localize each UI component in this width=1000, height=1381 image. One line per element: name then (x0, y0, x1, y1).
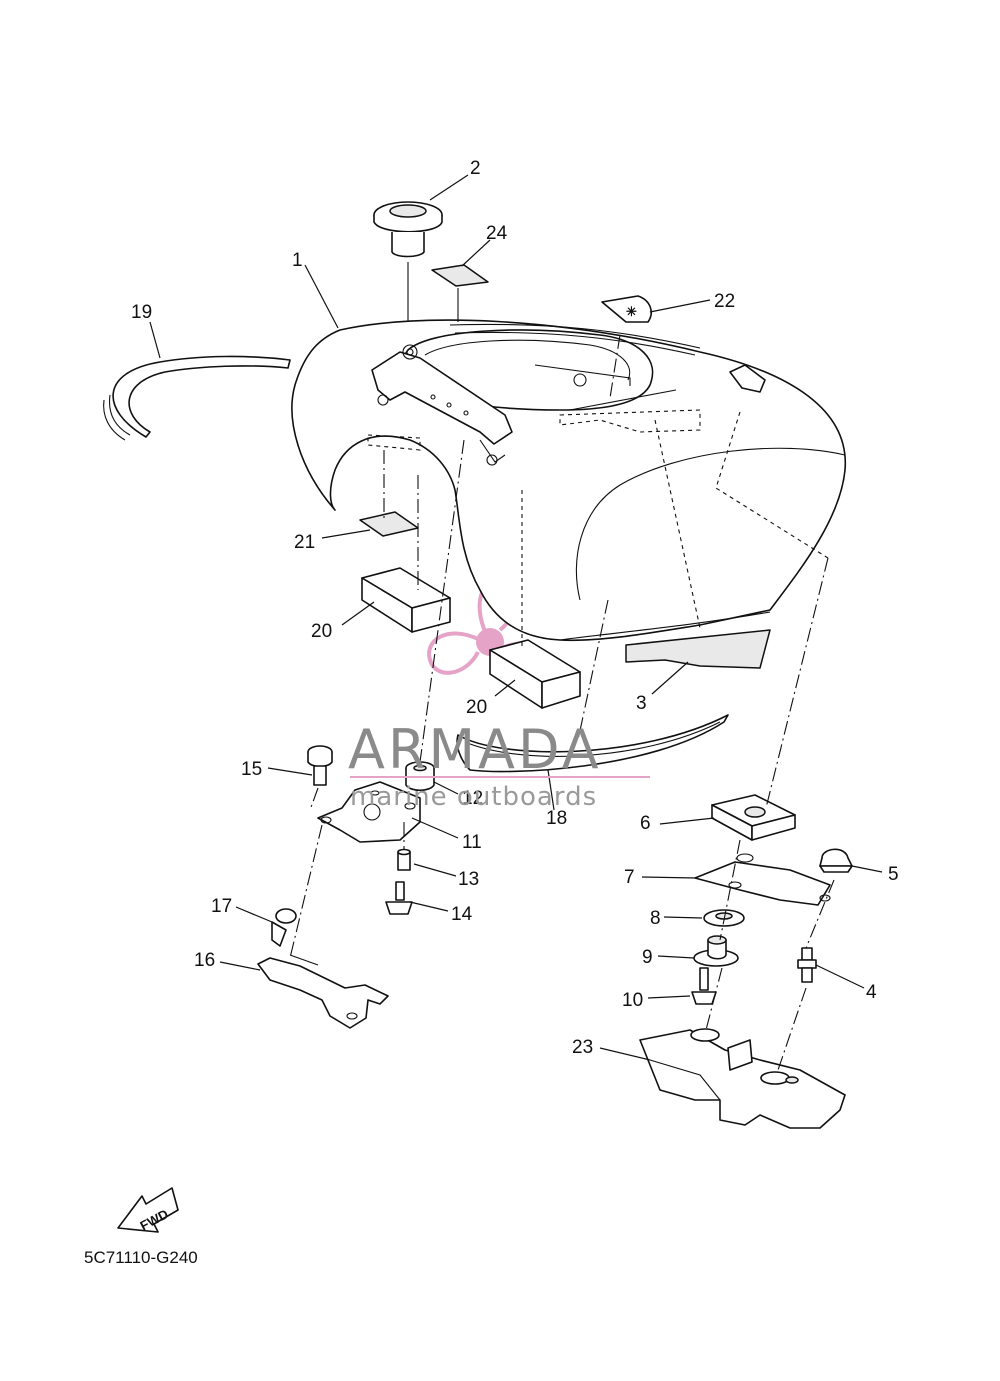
label-24 (431, 264, 489, 287)
label-part-11: 11 (462, 832, 482, 853)
plate-3 (625, 629, 771, 669)
bolt-10 (691, 967, 717, 1005)
label-part-14: 14 (451, 904, 473, 925)
watermark-title: ARMADA (348, 718, 602, 781)
label-part-9: 9 (642, 947, 653, 968)
label-part-3: 3 (636, 693, 647, 714)
strip-19 (103, 355, 291, 441)
label-part-6: 6 (640, 813, 651, 834)
bolt-14 (385, 881, 413, 915)
grommet (373, 201, 443, 258)
plate-11 (317, 781, 421, 843)
clamp-6 (711, 794, 796, 841)
label-part-24: 24 (486, 223, 508, 244)
seal-18 (456, 714, 729, 773)
label-part-13: 13 (458, 869, 479, 890)
label-part-23: 23 (572, 1037, 593, 1058)
label-part-22: 22 (714, 291, 735, 312)
collar-13 (397, 848, 411, 871)
stud-4 (797, 947, 817, 983)
label-part-2: 2 (470, 158, 481, 179)
label-part-1: 1 (292, 250, 303, 271)
emblem-22: ✳ (601, 295, 652, 323)
label-part-15: 15 (241, 759, 262, 780)
label-part-17: 17 (211, 896, 232, 917)
bracket-7 (694, 853, 831, 906)
watermark-subtitle: marine outboards (350, 782, 597, 812)
label-part-20a: 20 (311, 621, 332, 642)
screw-17 (271, 908, 297, 947)
label-part-8: 8 (650, 908, 661, 929)
label-part-16: 16 (194, 950, 215, 971)
nut-5 (819, 848, 853, 873)
fwd-arrow-icon: FWD (117, 1187, 179, 1233)
block-20b (489, 639, 581, 709)
drawing-code: 5C71110-G240 (84, 1248, 198, 1267)
pad-21 (359, 511, 419, 537)
label-part-21: 21 (294, 532, 315, 553)
label-part-12: 12 (462, 788, 483, 809)
collar-9 (693, 935, 739, 967)
bracket-16 (257, 954, 389, 1029)
label-part-5: 5 (888, 864, 899, 885)
cover-bracket (371, 344, 513, 466)
label-part-19: 19 (131, 302, 152, 323)
label-part-10: 10 (622, 990, 643, 1011)
svg-text:✳: ✳ (626, 304, 637, 319)
grommet-12 (405, 761, 435, 792)
label-part-18: 18 (546, 808, 567, 829)
bolt-15 (307, 745, 333, 786)
label-part-20b: 20 (466, 697, 487, 718)
cover-clip (729, 364, 766, 393)
label-part-4: 4 (866, 982, 877, 1003)
block-20a (361, 567, 451, 633)
bracket-23 (639, 1028, 846, 1129)
label-part-7: 7 (624, 867, 635, 888)
